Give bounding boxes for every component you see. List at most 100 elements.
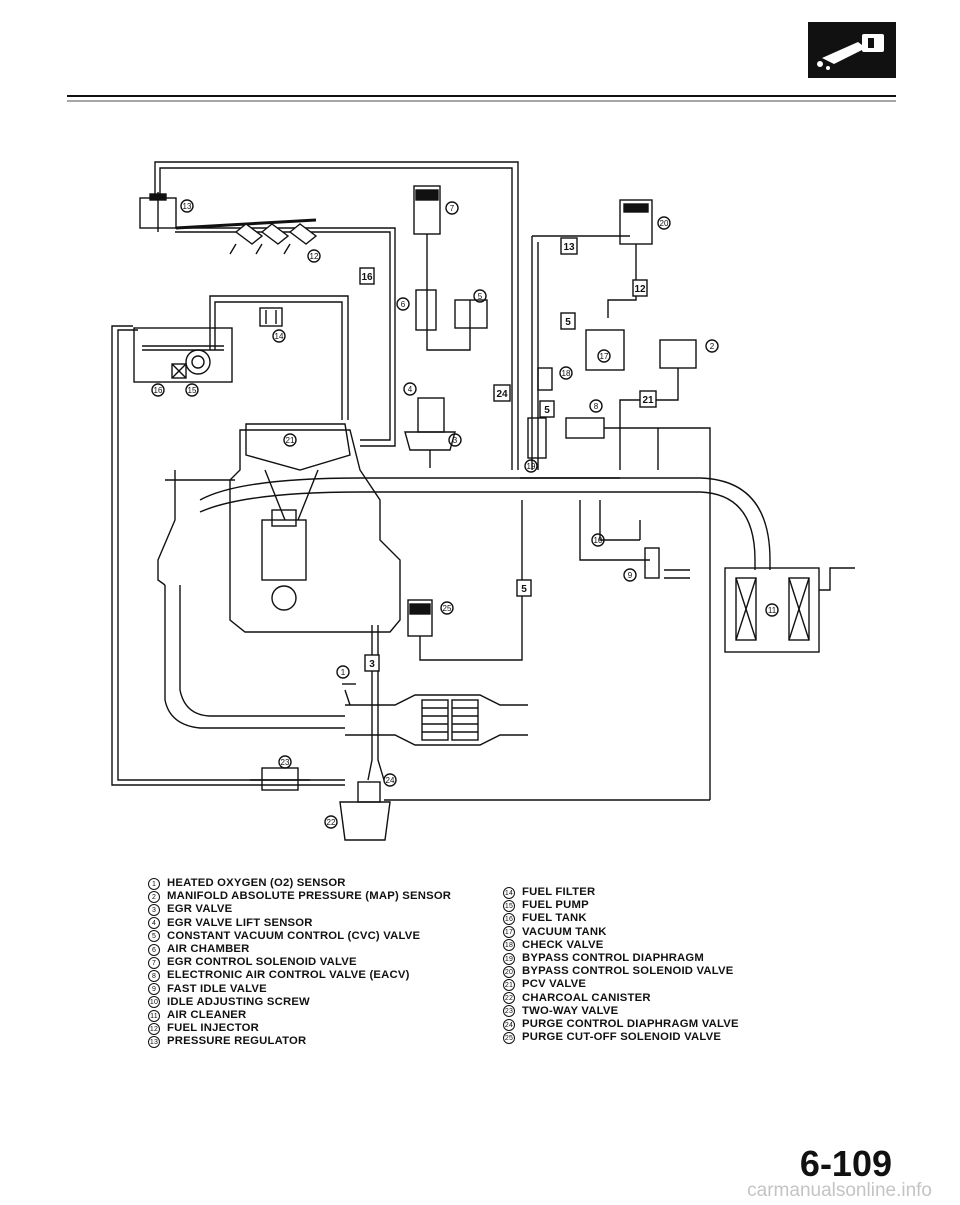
legend-item: 14 FUEL FILTER [503, 886, 739, 899]
svg-text:5: 5 [544, 405, 550, 416]
callout-marker: 3 [448, 433, 462, 447]
legend-label: PURGE CUT-OFF SOLENOID VALVE [522, 1031, 722, 1044]
legend-number: 23 [503, 1005, 515, 1018]
legend-label: AIR CHAMBER [167, 943, 250, 956]
svg-text:18: 18 [562, 369, 571, 378]
legend-number: 8 [148, 970, 160, 983]
svg-text:6: 6 [401, 300, 406, 309]
callout-marker: 10 [591, 533, 605, 547]
callout-marker: 12 [307, 249, 321, 263]
legend-label: AIR CLEANER [167, 1009, 247, 1022]
legend-label: EGR VALVE [167, 903, 233, 916]
callout-marker: 6 [396, 297, 410, 311]
engine-block [157, 423, 401, 633]
svg-text:24: 24 [386, 776, 395, 785]
legend-label: FUEL TANK [522, 912, 587, 925]
svg-text:13: 13 [563, 242, 575, 253]
hose-label: 5 [560, 312, 576, 330]
svg-text:8: 8 [594, 402, 599, 411]
legend-label: FUEL PUMP [522, 899, 589, 912]
legend-number: 21 [503, 979, 515, 992]
svg-text:13: 13 [183, 202, 192, 211]
intake-manifold [164, 477, 771, 729]
svg-text:19: 19 [527, 462, 536, 471]
legend-label: IDLE ADJUSTING SCREW [167, 995, 310, 1008]
callout-marker: 14 [272, 329, 286, 343]
svg-text:23: 23 [281, 758, 290, 767]
legend-label: CONSTANT VACUUM CONTROL (CVC) VALVE [167, 929, 421, 942]
air-cleaner [724, 567, 855, 653]
callout-marker: 1 [336, 665, 350, 679]
callout-marker: 13 [180, 199, 194, 213]
svg-text:5: 5 [521, 584, 527, 595]
legend-item: 17 VACUUM TANK [503, 926, 739, 939]
callout-marker: 8 [589, 399, 603, 413]
legend-label: MANIFOLD ABSOLUTE PRESSURE (MAP) SENSOR [167, 890, 452, 903]
legend-number: 4 [148, 917, 160, 930]
hose-number-labels: 16 13 12 5 24 5 21 5 3 [359, 237, 657, 672]
legend-number: 2 [148, 890, 160, 903]
legend-label: FUEL FILTER [522, 886, 596, 898]
legend-label: FUEL INJECTOR [167, 1022, 259, 1035]
legend-item: 6 AIR CHAMBER [148, 943, 451, 956]
svg-text:21: 21 [642, 395, 654, 406]
svg-text:12: 12 [310, 252, 319, 261]
legend-label: TWO-WAY VALVE [522, 1004, 619, 1017]
legend-item: 12 FUEL INJECTOR [148, 1022, 451, 1035]
legend-number: 9 [148, 983, 160, 996]
legend-number: 3 [148, 904, 160, 916]
legend-number: 6 [148, 943, 160, 956]
hose-label: 21 [639, 390, 657, 408]
callout-marker: 9 [623, 568, 637, 582]
svg-text:12: 12 [634, 284, 646, 295]
callout-marker: 21 [283, 433, 297, 447]
svg-text:10: 10 [594, 536, 603, 545]
legend-label: PURGE CONTROL DIAPHRAGM VALVE [522, 1018, 739, 1031]
legend-number: 7 [148, 956, 160, 969]
callout-marker: 22 [324, 815, 338, 829]
legend-number: 17 [503, 926, 515, 939]
egr-components [404, 185, 488, 468]
svg-text:20: 20 [660, 219, 669, 228]
callout-marker: 2 [705, 339, 719, 353]
legend-label: VACUUM TANK [522, 925, 607, 938]
header-icon-box [808, 22, 896, 78]
legend-number: 18 [503, 939, 515, 952]
legend-label: EGR VALVE LIFT SENSOR [167, 916, 313, 929]
svg-text:15: 15 [188, 386, 197, 395]
legend-number: 24 [503, 1018, 515, 1031]
hose-label: 3 [364, 654, 380, 672]
idle-control-group [579, 500, 690, 579]
legend-item: 4 EGR VALVE LIFT SENSOR [148, 917, 451, 930]
hose-label: 16 [359, 267, 375, 285]
fuel-nozzle-icon [817, 34, 884, 70]
callout-marker: 11 [765, 603, 779, 617]
svg-text:5: 5 [478, 292, 483, 301]
injector-icon [229, 223, 264, 255]
svg-text:22: 22 [327, 818, 336, 827]
legend-number: 12 [148, 1022, 160, 1035]
legend-number: 1 [148, 877, 160, 890]
footer-watermark: carmanualsonline.info [747, 1180, 932, 1201]
legend-number: 14 [503, 886, 515, 899]
callout-marker: 7 [445, 201, 459, 215]
callout-marker: 25 [440, 601, 454, 615]
callout-marker: 19 [524, 459, 538, 473]
svg-text:16: 16 [154, 386, 163, 395]
legend-label: BYPASS CONTROL DIAPHRAGM [522, 952, 705, 965]
